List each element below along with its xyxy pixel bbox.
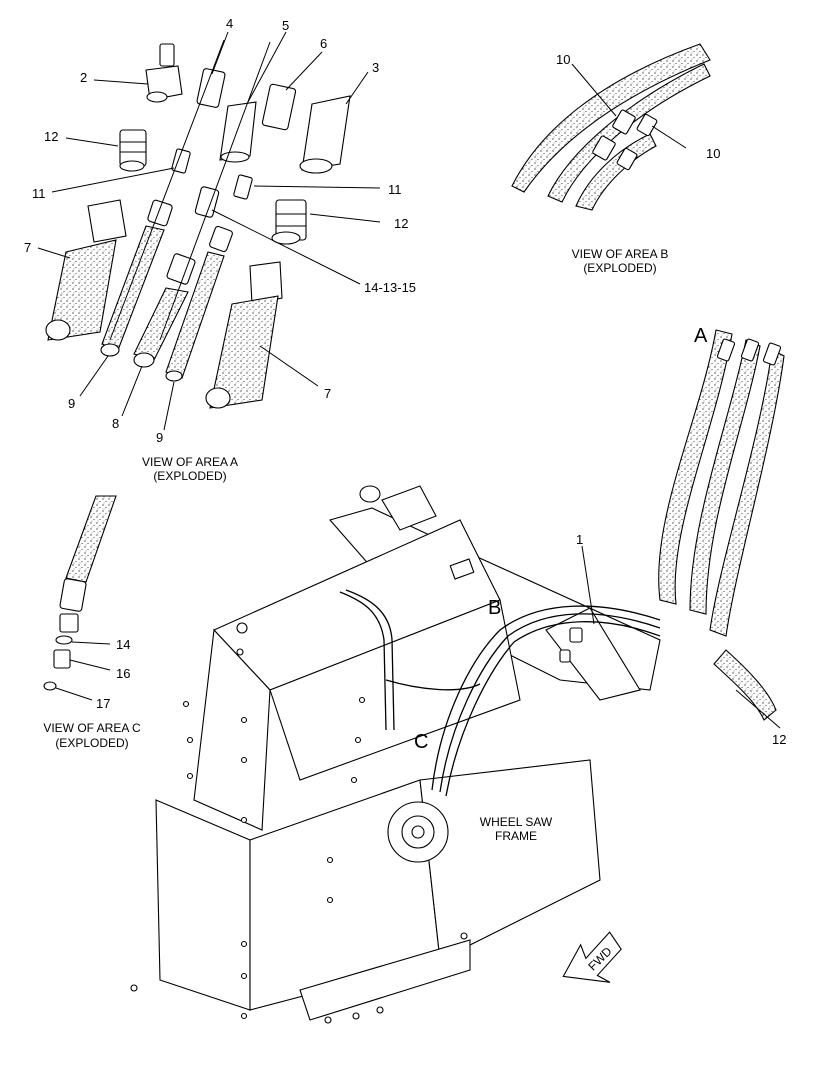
main-assembly: 1 12 A B C WHEEL SAW FRAME bbox=[130, 325, 786, 1024]
callout-5: 5 bbox=[282, 18, 289, 33]
callout-10: 10 bbox=[706, 146, 720, 161]
fitting-part-6 bbox=[261, 83, 297, 131]
area-a-leader-lines bbox=[37, 31, 381, 431]
fitting-part-11-left bbox=[171, 148, 191, 174]
hose-part-7-right bbox=[205, 261, 283, 409]
fitting-part-14-13-15 bbox=[194, 186, 220, 218]
fitting-part-2 bbox=[145, 43, 183, 103]
callout-11: 11 bbox=[388, 182, 402, 197]
callout-6: 6 bbox=[320, 36, 327, 51]
hose-part-8 bbox=[133, 253, 196, 368]
callout-7: 7 bbox=[24, 240, 31, 255]
callout-3: 3 bbox=[372, 60, 379, 75]
fitting-part-12-right bbox=[271, 199, 307, 245]
fitting-part-12-left bbox=[119, 129, 147, 172]
frame-bolts bbox=[130, 622, 468, 1024]
callout-14: 14 bbox=[116, 637, 130, 652]
area-b-exploded-view: 10 10 VIEW OF AREA B (EXPLODED) bbox=[511, 43, 720, 275]
callout-11: 11 bbox=[32, 186, 46, 201]
frame-label-line1: WHEEL SAW bbox=[480, 815, 553, 829]
main-hose-bundle bbox=[658, 329, 785, 721]
area-c-caption-line2: (EXPLODED) bbox=[55, 736, 128, 750]
fitting-part-4 bbox=[196, 68, 226, 108]
frame-label-line2: FRAME bbox=[495, 829, 537, 843]
callout-9: 9 bbox=[156, 430, 163, 445]
sleeve-part-3 bbox=[299, 95, 351, 174]
area-letter-a: A bbox=[694, 325, 708, 347]
callout-8: 8 bbox=[112, 416, 119, 431]
hose-part-9-right bbox=[165, 225, 233, 382]
callout-7: 7 bbox=[324, 386, 331, 401]
hose-run-b-to-c bbox=[339, 589, 661, 797]
callout-14-13-15: 14-13-15 bbox=[364, 280, 416, 295]
callout-16: 16 bbox=[116, 666, 130, 681]
area-a-caption-line1: VIEW OF AREA A bbox=[142, 455, 238, 469]
area-a-caption-line2: (EXPLODED) bbox=[153, 469, 226, 483]
callout-17: 17 bbox=[96, 696, 110, 711]
callout-12: 12 bbox=[394, 216, 408, 231]
callout-9: 9 bbox=[68, 396, 75, 411]
sleeve-part-5 bbox=[219, 101, 257, 163]
callout-1: 1 bbox=[576, 532, 583, 547]
area-c-caption-line1: VIEW OF AREA C bbox=[43, 721, 141, 735]
area-a-exploded-view: 2 12 11 7 9 8 9 4 5 6 3 11 12 14-13-15 7… bbox=[24, 16, 416, 483]
area-letter-c: C bbox=[414, 731, 428, 753]
area-b-caption-line2: (EXPLODED) bbox=[583, 261, 656, 275]
area-b-caption-line1: VIEW OF AREA B bbox=[572, 247, 669, 261]
area-letter-b: B bbox=[488, 597, 501, 619]
callout-2: 2 bbox=[80, 70, 87, 85]
hose-part-7-left bbox=[45, 199, 127, 341]
callout-12: 12 bbox=[772, 732, 786, 747]
fitting-part-11-right bbox=[233, 174, 253, 200]
callout-10: 10 bbox=[556, 52, 570, 67]
callout-4: 4 bbox=[226, 16, 233, 31]
area-c-exploded-view: 14 16 17 VIEW OF AREA C (EXPLODED) bbox=[43, 495, 141, 750]
fwd-arrow-icon: FWD bbox=[562, 931, 622, 983]
callout-12: 12 bbox=[44, 129, 58, 144]
